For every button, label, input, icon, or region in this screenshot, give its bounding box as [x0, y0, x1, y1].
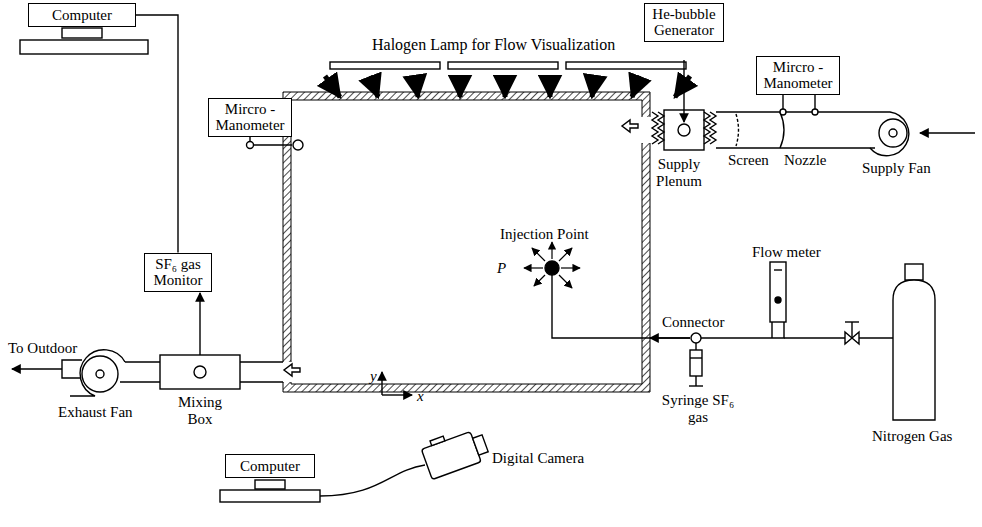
part-label: Syringe SF₆ gas	[660, 392, 736, 425]
part-label: Injection Point	[500, 226, 589, 243]
part-label: Supply Plenum	[646, 156, 712, 189]
instrument-box: Computer	[28, 3, 136, 27]
part-label: Nozzle	[784, 152, 826, 169]
part-label: Halogen Lamp for Flow Visualization	[372, 36, 615, 54]
part-label: Nitrogen Gas	[872, 428, 952, 445]
part-label: Screen	[728, 152, 769, 169]
part-label: Supply Fan	[862, 160, 931, 177]
part-label: y	[370, 368, 377, 385]
box-text: Computer	[33, 7, 131, 24]
part-label: Digital Camera	[492, 450, 584, 467]
box-text: Mircro - Manometer	[213, 101, 287, 134]
box-text: Mircro - Manometer	[761, 59, 835, 92]
instrument-box: Computer	[225, 454, 315, 478]
part-label: Mixing Box	[168, 394, 232, 427]
box-text: He-bubble Generator	[649, 6, 719, 39]
box-text: SF₆ gas Monitor	[149, 256, 207, 289]
box-text: Computer	[230, 458, 310, 475]
part-label: Connector	[662, 314, 724, 331]
instrument-box: Mircro - Manometer	[756, 56, 840, 95]
part-label: Exhaust Fan	[58, 404, 133, 421]
instrument-box: Mircro - Manometer	[208, 98, 292, 137]
instrument-box: He-bubble Generator	[644, 3, 724, 42]
part-label: To Outdoor	[8, 340, 77, 357]
part-label: x	[417, 388, 424, 405]
part-label: Flow meter	[752, 244, 821, 261]
instrument-box: SF₆ gas Monitor	[144, 253, 212, 292]
signal-wire	[136, 15, 178, 253]
part-label: P	[497, 260, 506, 277]
